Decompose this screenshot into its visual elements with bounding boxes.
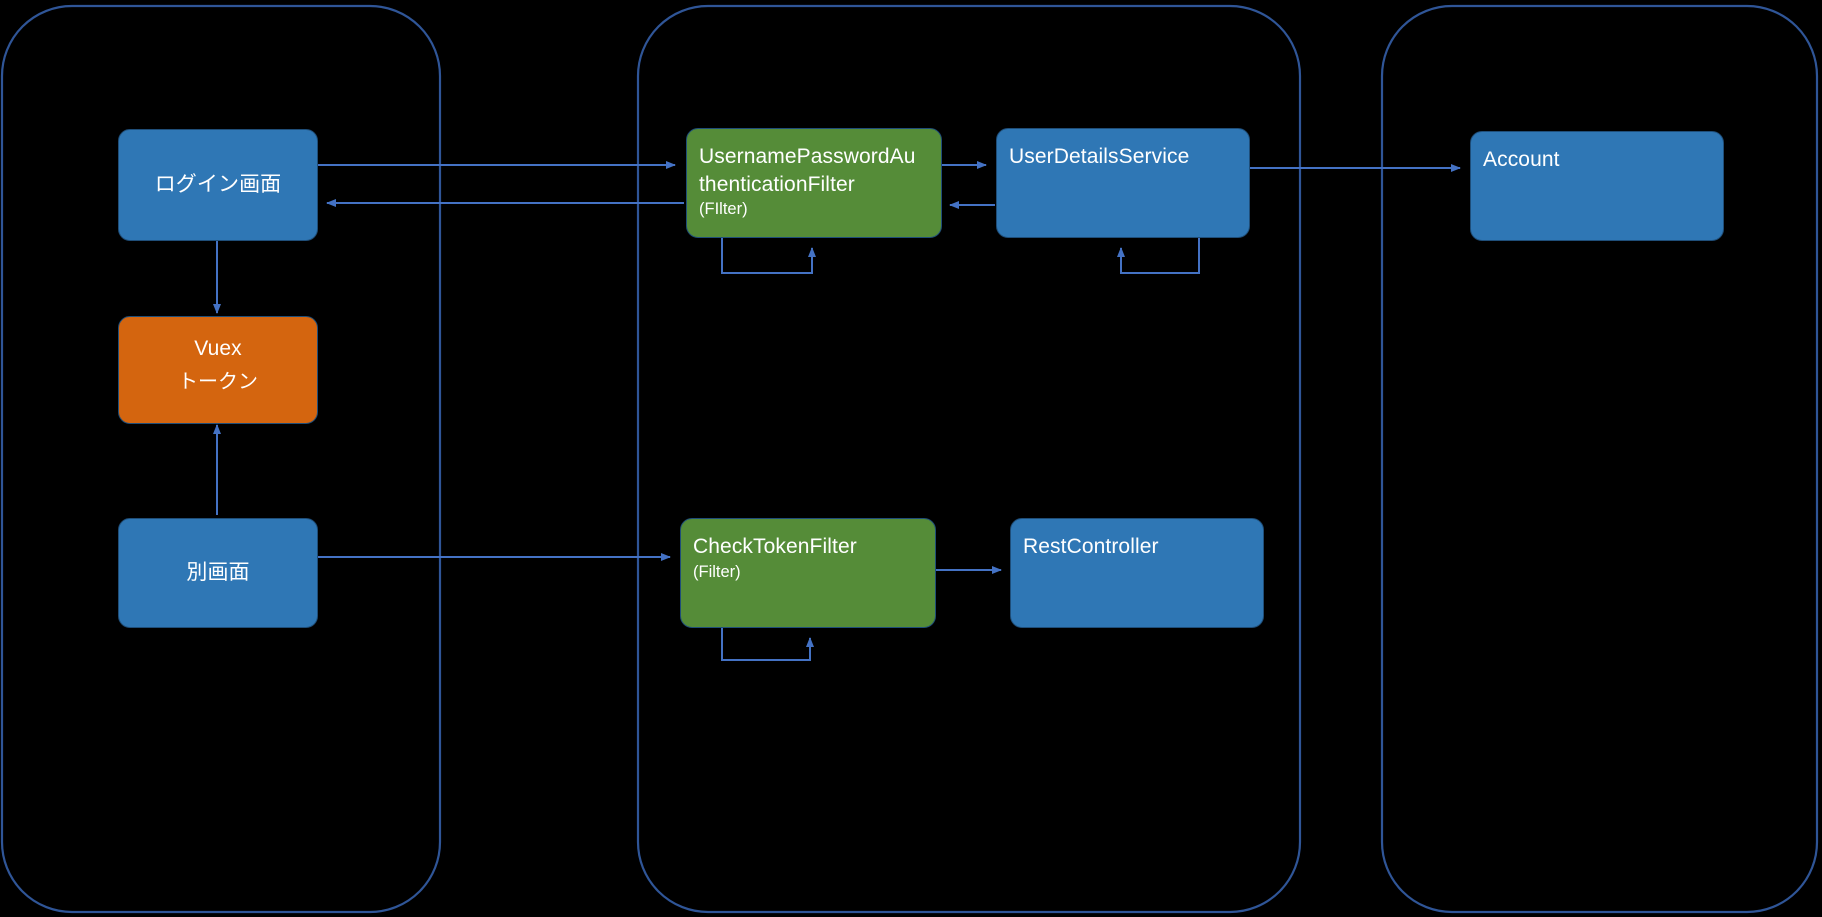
node-other-screen-title: 別画面 — [186, 561, 250, 585]
node-other-screen[interactable]: 別画面 — [118, 518, 318, 628]
node-rest-controller[interactable]: RestController — [1010, 518, 1264, 628]
node-account[interactable]: Account — [1470, 131, 1724, 241]
node-check-token-filter-subtitle: (Filter) — [693, 562, 741, 581]
node-login-screen[interactable]: ログイン画面 — [118, 129, 318, 241]
edge-authfilter-self-loop — [721, 236, 816, 274]
node-check-token-filter[interactable]: CheckTokenFilter (Filter) — [680, 518, 936, 628]
node-rest-controller-title: RestController — [1023, 535, 1159, 558]
node-vuex-token[interactable]: Vuex トークン — [118, 316, 318, 424]
edge-userdetails-self-loop — [1117, 236, 1200, 274]
node-username-password-auth-filter-subtitle: (FIlter) — [699, 200, 748, 219]
node-check-token-filter-title: CheckTokenFilter — [693, 535, 857, 558]
node-vuex-token-title: Vuex — [194, 337, 242, 360]
edge-checktokenfilter-self-loop — [721, 626, 814, 661]
node-login-screen-title: ログイン画面 — [154, 173, 282, 197]
node-user-details-service[interactable]: UserDetailsService — [996, 128, 1250, 238]
node-username-password-auth-filter-title: UsernamePasswordAu thenticationFilter — [699, 145, 916, 196]
node-user-details-service-title: UserDetailsService — [1009, 145, 1190, 168]
node-username-password-auth-filter[interactable]: UsernamePasswordAu thenticationFilter (F… — [686, 128, 942, 238]
node-vuex-token-subtitle: トークン — [178, 370, 258, 393]
node-account-title: Account — [1483, 148, 1560, 171]
